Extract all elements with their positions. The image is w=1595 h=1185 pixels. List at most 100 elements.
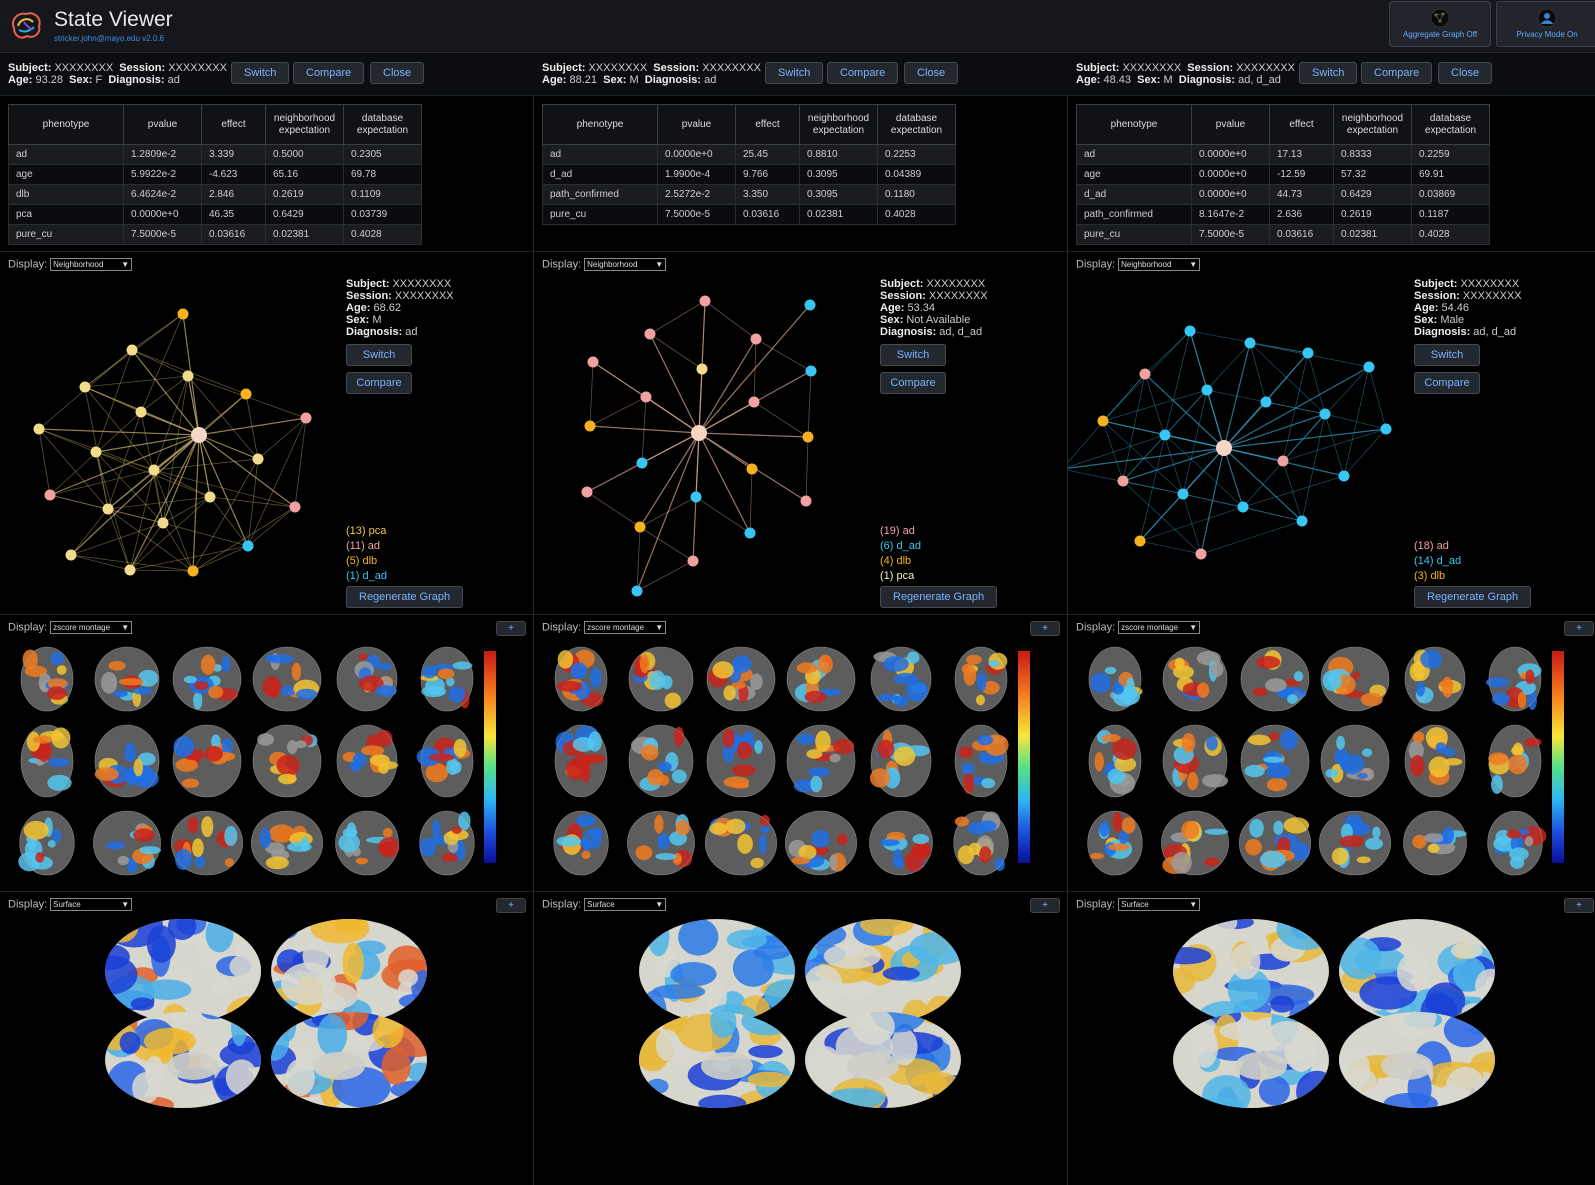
neighbor-compare-button[interactable]: Compare <box>346 372 412 394</box>
graph-node[interactable] <box>1363 361 1375 373</box>
cortical-surface-image[interactable] <box>1068 914 1595 1184</box>
graph-node[interactable] <box>634 521 646 533</box>
graph-node[interactable] <box>746 463 758 475</box>
graph-node[interactable] <box>744 527 756 539</box>
graph-node[interactable] <box>289 501 301 513</box>
expand-button[interactable]: + <box>1030 898 1060 913</box>
graph-node[interactable] <box>1296 515 1308 527</box>
graph-node[interactable] <box>300 412 312 424</box>
neighbor-compare-button[interactable]: Compare <box>1414 372 1480 394</box>
neighbor-compare-button[interactable]: Compare <box>880 372 946 394</box>
graph-node[interactable] <box>1195 548 1207 560</box>
display-select[interactable]: zscore montage▼ <box>50 621 133 634</box>
graph-node[interactable] <box>687 555 699 567</box>
graph-node[interactable] <box>148 464 160 476</box>
graph-node[interactable] <box>79 381 91 393</box>
display-select[interactable]: zscore montage▼ <box>1118 621 1201 634</box>
graph-node[interactable] <box>126 344 138 356</box>
graph-node[interactable] <box>1319 408 1331 420</box>
graph-node[interactable] <box>800 495 812 507</box>
graph-node[interactable] <box>802 431 814 443</box>
graph-node[interactable] <box>157 517 169 529</box>
expand-button[interactable]: + <box>496 621 526 636</box>
graph-node[interactable] <box>240 388 252 400</box>
graph-node[interactable] <box>1097 415 1109 427</box>
graph-node[interactable] <box>1237 501 1249 513</box>
graph-node[interactable] <box>1134 535 1146 547</box>
graph-center-node[interactable] <box>691 425 707 441</box>
graph-node[interactable] <box>33 423 45 435</box>
column-header[interactable]: effect <box>735 104 800 145</box>
graph-node[interactable] <box>690 491 702 503</box>
display-select[interactable]: Surface▼ <box>584 898 667 911</box>
graph-node[interactable] <box>177 308 189 320</box>
graph-node[interactable] <box>1380 423 1392 435</box>
graph-node[interactable] <box>1201 384 1213 396</box>
display-select[interactable]: Surface▼ <box>1118 898 1201 911</box>
graph-center-node[interactable] <box>1216 440 1232 456</box>
graph-node[interactable] <box>1139 368 1151 380</box>
column-header[interactable]: phenotype <box>8 104 124 145</box>
graph-center-node[interactable] <box>191 427 207 443</box>
switch-button[interactable]: Switch <box>765 62 824 84</box>
graph-node[interactable] <box>102 503 114 515</box>
graph-node[interactable] <box>135 406 147 418</box>
close-button[interactable]: Close <box>904 62 959 84</box>
graph-node[interactable] <box>750 333 762 345</box>
close-button[interactable]: Close <box>370 62 425 84</box>
column-header[interactable]: neighborhood expectation <box>265 104 344 145</box>
neighbor-switch-button[interactable]: Switch <box>880 344 946 366</box>
column-header[interactable]: phenotype <box>1076 104 1192 145</box>
expand-button[interactable]: + <box>1030 621 1060 636</box>
column-header[interactable]: effect <box>1269 104 1334 145</box>
graph-node[interactable] <box>65 549 77 561</box>
graph-node[interactable] <box>748 396 760 408</box>
graph-node[interactable] <box>90 446 102 458</box>
display-select[interactable]: Neighborhood▼ <box>50 258 133 271</box>
aggregate-graph-toggle[interactable]: Aggregate Graph Off <box>1389 1 1491 47</box>
display-select[interactable]: zscore montage▼ <box>584 621 667 634</box>
graph-node[interactable] <box>1302 347 1314 359</box>
graph-node[interactable] <box>182 370 194 382</box>
switch-button[interactable]: Switch <box>231 62 290 84</box>
column-header[interactable]: pvalue <box>657 104 736 145</box>
graph-node[interactable] <box>242 540 254 552</box>
graph-node[interactable] <box>187 565 199 577</box>
compare-button[interactable]: Compare <box>293 62 365 84</box>
neighbor-switch-button[interactable]: Switch <box>1414 344 1480 366</box>
graph-node[interactable] <box>1338 470 1350 482</box>
graph-node[interactable] <box>44 489 56 501</box>
display-select[interactable]: Neighborhood▼ <box>1118 258 1201 271</box>
neighborhood-graph[interactable] <box>0 272 330 612</box>
compare-button[interactable]: Compare <box>827 62 899 84</box>
neighbor-switch-button[interactable]: Switch <box>346 344 412 366</box>
expand-button[interactable]: + <box>1564 621 1594 636</box>
column-header[interactable]: neighborhood expectation <box>1333 104 1412 145</box>
column-header[interactable]: database expectation <box>1411 104 1490 145</box>
graph-node[interactable] <box>581 486 593 498</box>
graph-node[interactable] <box>584 420 596 432</box>
graph-node[interactable] <box>696 363 708 375</box>
column-header[interactable]: phenotype <box>542 104 658 145</box>
graph-node[interactable] <box>640 391 652 403</box>
graph-node[interactable] <box>1244 337 1256 349</box>
privacy-mode-toggle[interactable]: Privacy Mode On <box>1496 1 1595 47</box>
graph-node[interactable] <box>587 356 599 368</box>
graph-node[interactable] <box>1260 396 1272 408</box>
graph-node[interactable] <box>804 299 816 311</box>
close-button[interactable]: Close <box>1438 62 1493 84</box>
